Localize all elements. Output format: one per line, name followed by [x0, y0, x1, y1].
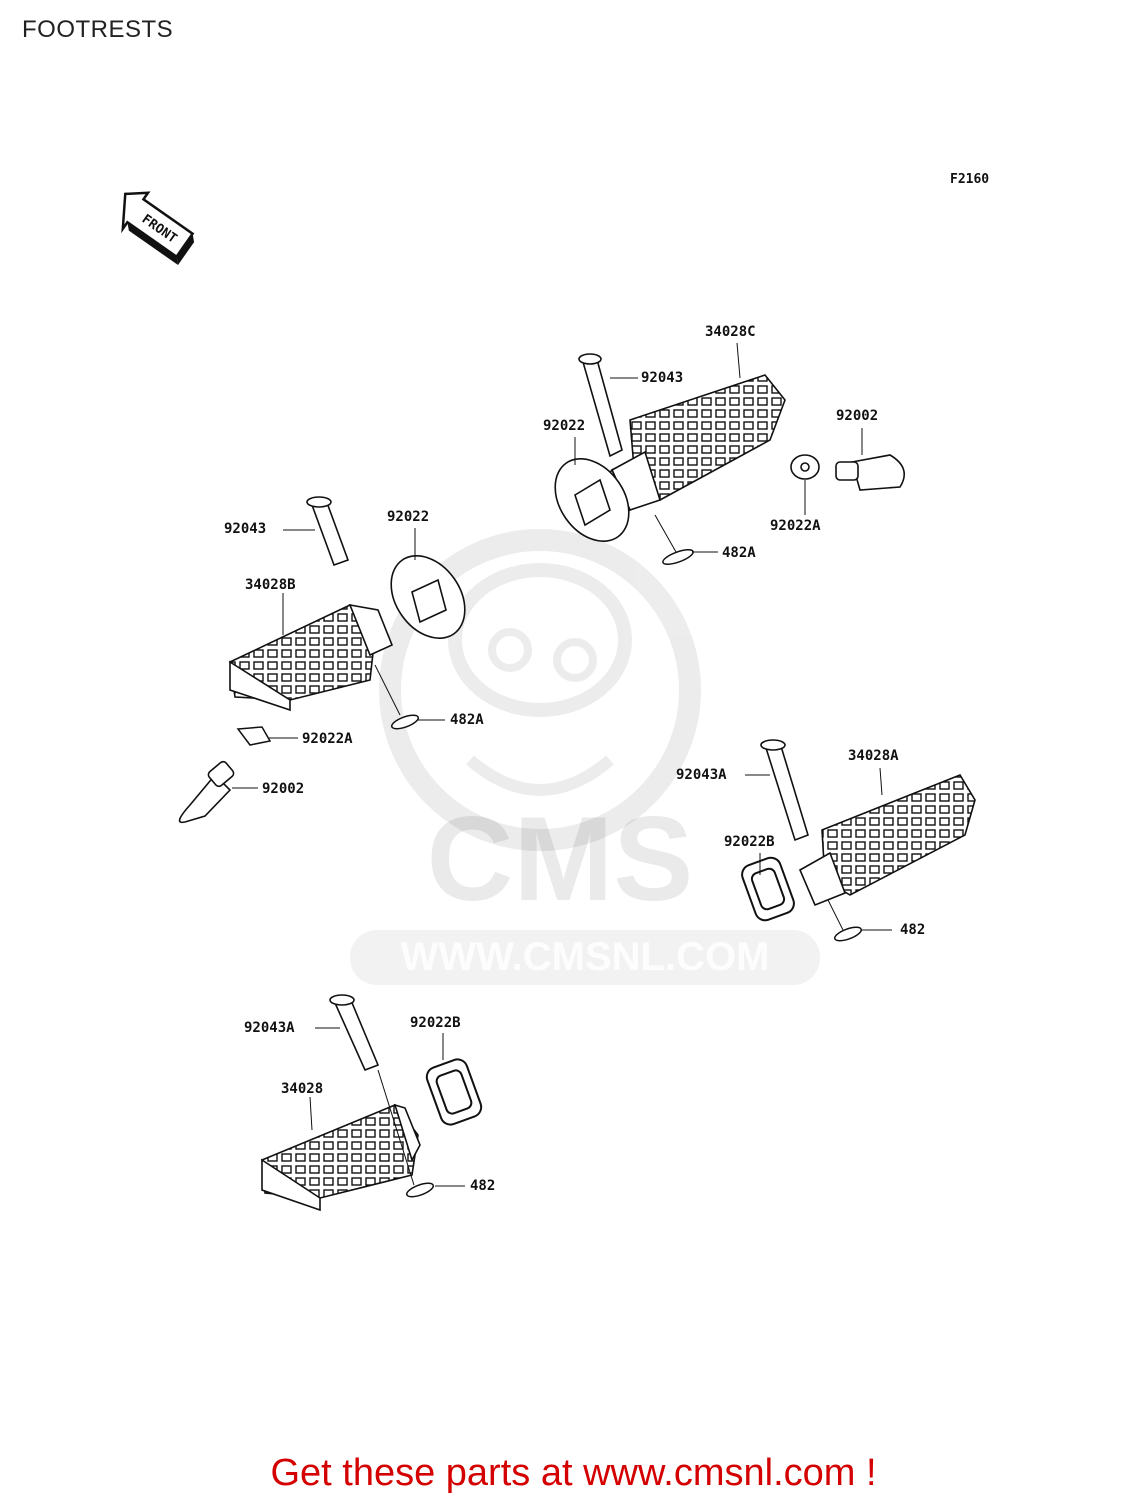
rubber-92002-top	[835, 454, 906, 491]
cotter-482A-left	[390, 714, 420, 730]
label-92002-top: 92002	[836, 408, 879, 424]
page-title: FOOTRESTS	[22, 16, 174, 43]
label-34028B: 34028B	[245, 577, 296, 593]
cotter-482-bottom	[405, 1182, 435, 1198]
washer-92022A-top	[790, 454, 820, 480]
label-92022B-bottom: 92022B	[410, 1015, 461, 1031]
pin-92043A-right	[760, 739, 809, 842]
label-34028A: 34028A	[848, 748, 899, 764]
label-92022-left: 92022	[387, 509, 430, 525]
washer-92022-top	[554, 458, 630, 542]
cotter-482A-top	[662, 549, 694, 565]
footpeg-34028A	[798, 774, 976, 907]
seal-92022B-right	[741, 856, 795, 922]
washer-92022-left	[390, 555, 466, 639]
label-92002-left: 92002	[262, 781, 305, 797]
label-92022B-right: 92022B	[724, 834, 775, 850]
washer-92022A-left	[236, 726, 272, 746]
label-92043A-right: 92043A	[676, 767, 727, 783]
label-482A-left: 482A	[450, 712, 484, 728]
watermark-logo-text: CMS	[427, 792, 694, 926]
leaders-bottom	[309, 1027, 465, 1187]
leaders-right	[745, 767, 892, 931]
footpeg-34028B	[229, 603, 394, 712]
label-34028: 34028	[281, 1081, 324, 1097]
pin-92043-left	[306, 496, 350, 567]
watermark-url-text: WWW.CMSNL.COM	[401, 935, 770, 979]
leaders-top	[574, 342, 863, 553]
front-arrow-icon	[121, 191, 195, 266]
label-92043-left: 92043	[224, 521, 267, 537]
seal-92022B-bottom	[425, 1058, 483, 1126]
label-92022A-left: 92022A	[302, 731, 353, 747]
label-92043A-bottom: 92043A	[244, 1020, 295, 1036]
watermark-logo	[350, 529, 820, 985]
figure-code: F2160	[950, 172, 990, 187]
label-34028C: 34028C	[705, 324, 756, 340]
pin-92043-top	[578, 353, 623, 458]
label-92043-top: 92043	[641, 370, 684, 386]
label-92022-top: 92022	[543, 418, 586, 434]
pin-92043A-bottom	[329, 994, 380, 1072]
footpeg-34028C	[604, 374, 786, 517]
label-482-bottom: 482	[470, 1178, 496, 1194]
label-482-right: 482	[900, 922, 926, 938]
footpeg-34028	[261, 1103, 421, 1212]
label-482A-top: 482A	[722, 545, 756, 561]
rubber-92002-left	[178, 760, 235, 824]
leaders-left	[232, 528, 445, 789]
footer-link[interactable]: Get these parts at www.cmsnl.com !	[270, 1452, 877, 1494]
label-92022A-top: 92022A	[770, 518, 821, 534]
cotter-482-right	[833, 926, 863, 942]
